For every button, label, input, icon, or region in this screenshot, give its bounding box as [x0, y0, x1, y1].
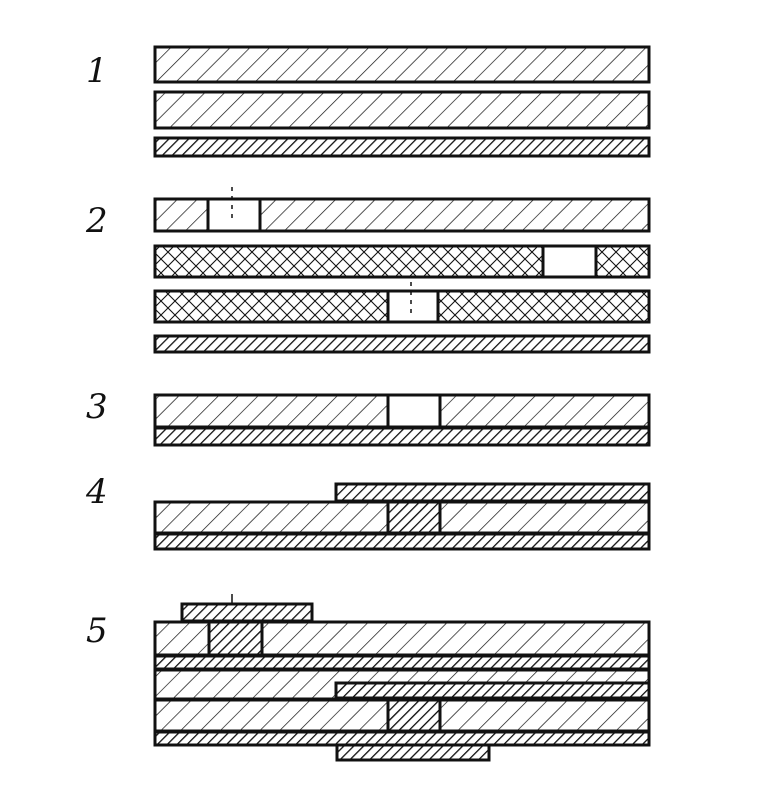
step-1-stack — [153, 45, 651, 158]
via-opening — [386, 393, 442, 429]
copper-foil-layer — [153, 426, 651, 447]
dielectric-layer — [153, 45, 651, 84]
step-label-4: 4 — [85, 472, 108, 512]
step-5-stack — [153, 594, 651, 762]
copper-foil-layer — [153, 136, 651, 158]
step-label-3: 3 — [86, 387, 108, 427]
step-4-stack — [153, 482, 651, 551]
step-label-2: 2 — [85, 201, 108, 241]
step-label-5: 5 — [86, 611, 108, 651]
copper-foil-layer — [334, 482, 651, 503]
filled-via — [207, 620, 264, 657]
via-opening — [206, 197, 262, 233]
copper-foil-layer — [153, 334, 651, 354]
dielectric-layer — [153, 90, 651, 130]
filled-via — [386, 500, 442, 535]
filled-via — [386, 698, 442, 733]
via-opening — [386, 289, 440, 324]
via-opening — [541, 244, 598, 279]
step-label-1: 1 — [86, 51, 108, 91]
copper-pad — [335, 743, 491, 762]
copper-pad — [334, 681, 651, 700]
copper-foil-layer — [153, 532, 651, 551]
copper-foil-layer — [153, 654, 651, 671]
step-3-stack — [153, 393, 651, 447]
copper-pad — [180, 602, 314, 623]
copper-foil-layer — [153, 730, 651, 747]
step-2-stack — [153, 187, 651, 354]
